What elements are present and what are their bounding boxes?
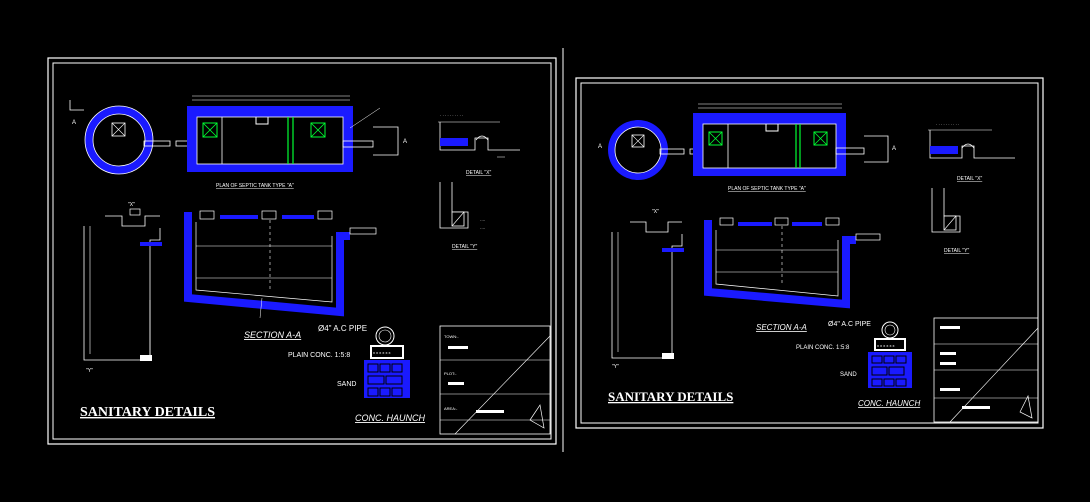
section-a-a (611, 217, 881, 359)
pipe-label: Ø4" A.C PIPE (828, 321, 871, 328)
haunch-caption: CONC. HAUNCH (858, 399, 920, 408)
detail-x-caption: DETAIL "X" (466, 170, 491, 176)
detail-y (931, 188, 961, 233)
sand-label: SAND (840, 372, 857, 378)
septic-tank-plan (693, 103, 889, 176)
svg-text:····: ···· (480, 226, 485, 231)
manhole-plan (69, 100, 193, 175)
detail-y-caption: DETAIL "Y" (452, 244, 477, 250)
sheet-inner-border (580, 82, 1039, 424)
conc-label: PLAIN CONC. 1:5:8 (796, 345, 850, 351)
marker-a-right: A (403, 139, 407, 145)
section-caption: SECTION A-A (756, 323, 807, 332)
sheet-outer-border (575, 77, 1044, 429)
marker-a-left: A (598, 144, 602, 150)
conc-haunch-detail: x x x x x x (364, 326, 410, 398)
marker-x: "X" (652, 209, 659, 215)
sheet-title: SANITARY DETAILS (80, 405, 215, 420)
sheet-right: A A PLAN OF SEPTIC TANK TYPE "A" (575, 77, 1044, 429)
sheet-outer-border (47, 57, 557, 445)
detail-x: · · · · · · · · · · (928, 122, 1015, 159)
pipe-label: Ø4" A.C PIPE (318, 324, 367, 333)
plan-caption: PLAN OF SEPTIC TANK TYPE "A" (728, 186, 806, 192)
detail-x-caption: DETAIL "X" (957, 176, 982, 182)
svg-text:· · · · · · · · · ·: · · · · · · · · · · (440, 113, 463, 118)
svg-text:· · · · · · · · · ·: · · · · · · · · · · (936, 122, 959, 127)
svg-text:x x x x x x: x x x x x x (877, 343, 895, 348)
titleblock-area: AREA:- (444, 406, 458, 411)
marker-y: "Y" (612, 364, 619, 370)
plan-caption: PLAN OF SEPTIC TANK TYPE "A" (216, 183, 294, 189)
titleblock-plot: PLOT:- (444, 371, 457, 376)
north-arrow-icon (1019, 394, 1033, 419)
title-block (439, 325, 551, 435)
section-caption: SECTION A-A (244, 330, 301, 340)
detail-y: ···· ···· (439, 182, 485, 231)
septic-tank-plan (187, 95, 399, 172)
sand-label: SAND (337, 381, 356, 388)
svg-text:····: ···· (480, 218, 485, 223)
north-arrow-icon (529, 404, 545, 429)
marker-y: "Y" (86, 368, 93, 374)
titleblock-town: TOWN:- (444, 334, 459, 339)
detail-y-caption: DETAIL "Y" (944, 248, 969, 254)
marker-x: "X" (128, 202, 135, 208)
svg-text:x x x x x x: x x x x x x (373, 350, 391, 355)
detail-x: · · · · · · · · · · (438, 113, 520, 158)
sheet-title: SANITARY DETAILS (608, 389, 733, 404)
sheet-inner-border (52, 62, 552, 440)
title-block (933, 317, 1039, 423)
manhole-plan (608, 120, 705, 180)
sheet-left: A A PLAN OF SEPTIC TANK TYPE "A" (47, 57, 557, 445)
marker-a-right: A (892, 146, 896, 152)
marker-a-left: A (72, 120, 76, 126)
haunch-caption: CONC. HAUNCH (355, 413, 426, 423)
conc-label: PLAIN CONC. 1:5:8 (288, 352, 350, 359)
section-a-a (83, 208, 377, 361)
conc-haunch-detail: x x x x x x (868, 321, 912, 388)
